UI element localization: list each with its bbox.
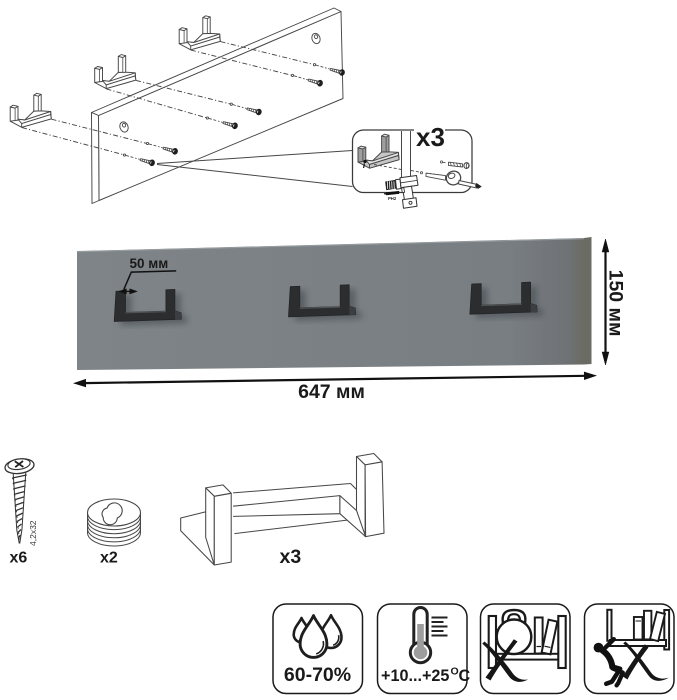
svg-text:x3: x3 (416, 122, 445, 152)
svg-text:PH2: PH2 (388, 196, 397, 201)
svg-text:x6: x6 (10, 550, 28, 567)
svg-text:50 мм: 50 мм (130, 256, 169, 271)
svg-text:+10...+25: +10...+25 (381, 667, 449, 685)
svg-text:O: O (451, 666, 459, 678)
svg-text:x2: x2 (100, 550, 118, 567)
svg-text:C: C (459, 667, 471, 685)
svg-text:150 мм: 150 мм (605, 270, 627, 337)
svg-text:4,2x32: 4,2x32 (28, 520, 38, 546)
svg-text:60-70%: 60-70% (284, 664, 351, 686)
svg-text:x3: x3 (280, 546, 302, 568)
svg-text:647 мм: 647 мм (298, 381, 365, 403)
